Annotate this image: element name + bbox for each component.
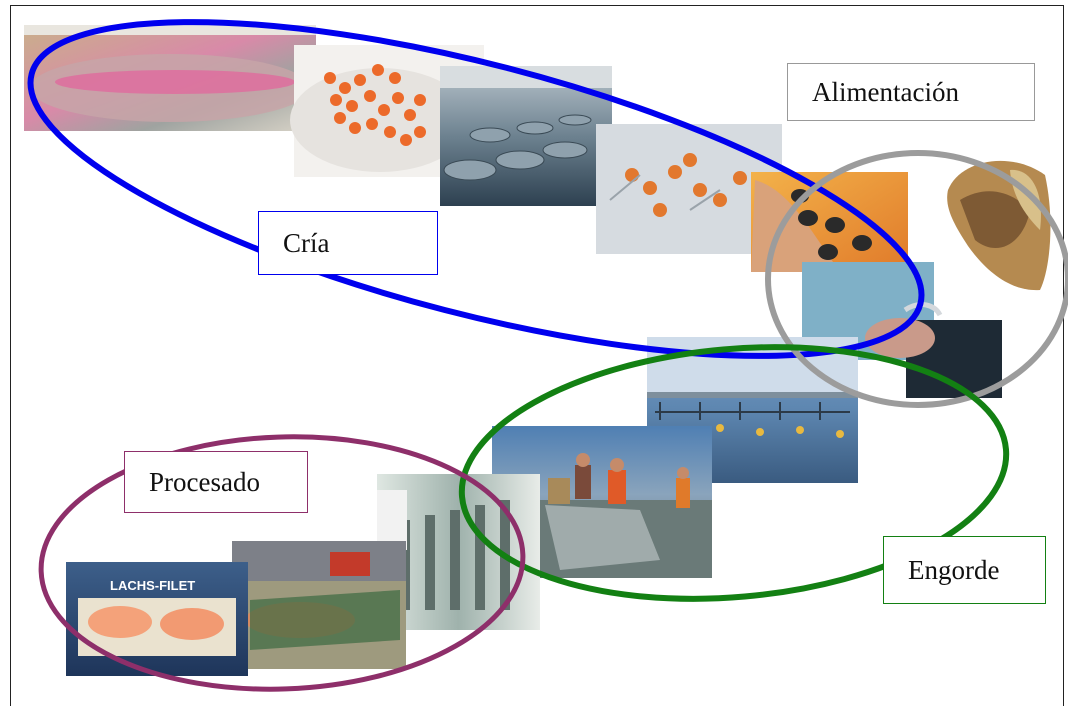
svg-text:LACHS-FILET: LACHS-FILET: [110, 578, 195, 593]
engorde-label: Engorde: [883, 536, 1046, 604]
alimentacion-ellipse: [765, 150, 1068, 408]
trout-photo: [24, 25, 316, 131]
cria-ellipse: [27, 19, 925, 359]
page-frame: [10, 5, 1064, 706]
filleting-photo: [232, 541, 406, 669]
engorde-ellipse: [458, 344, 1010, 602]
alimentacion-label: Alimentación: [787, 63, 1035, 121]
feed-grains-photo: [947, 160, 1051, 291]
procesado-label: Procesado: [124, 451, 308, 513]
pellets-hand-photo: [751, 172, 908, 272]
fillet-package-photo: LACHS-FILET: [66, 562, 248, 676]
procesado-ellipse: [38, 434, 526, 692]
cria-label: Cría: [258, 211, 438, 275]
sea-cages-photo: [647, 337, 858, 483]
hatchery-photo: [440, 66, 612, 206]
